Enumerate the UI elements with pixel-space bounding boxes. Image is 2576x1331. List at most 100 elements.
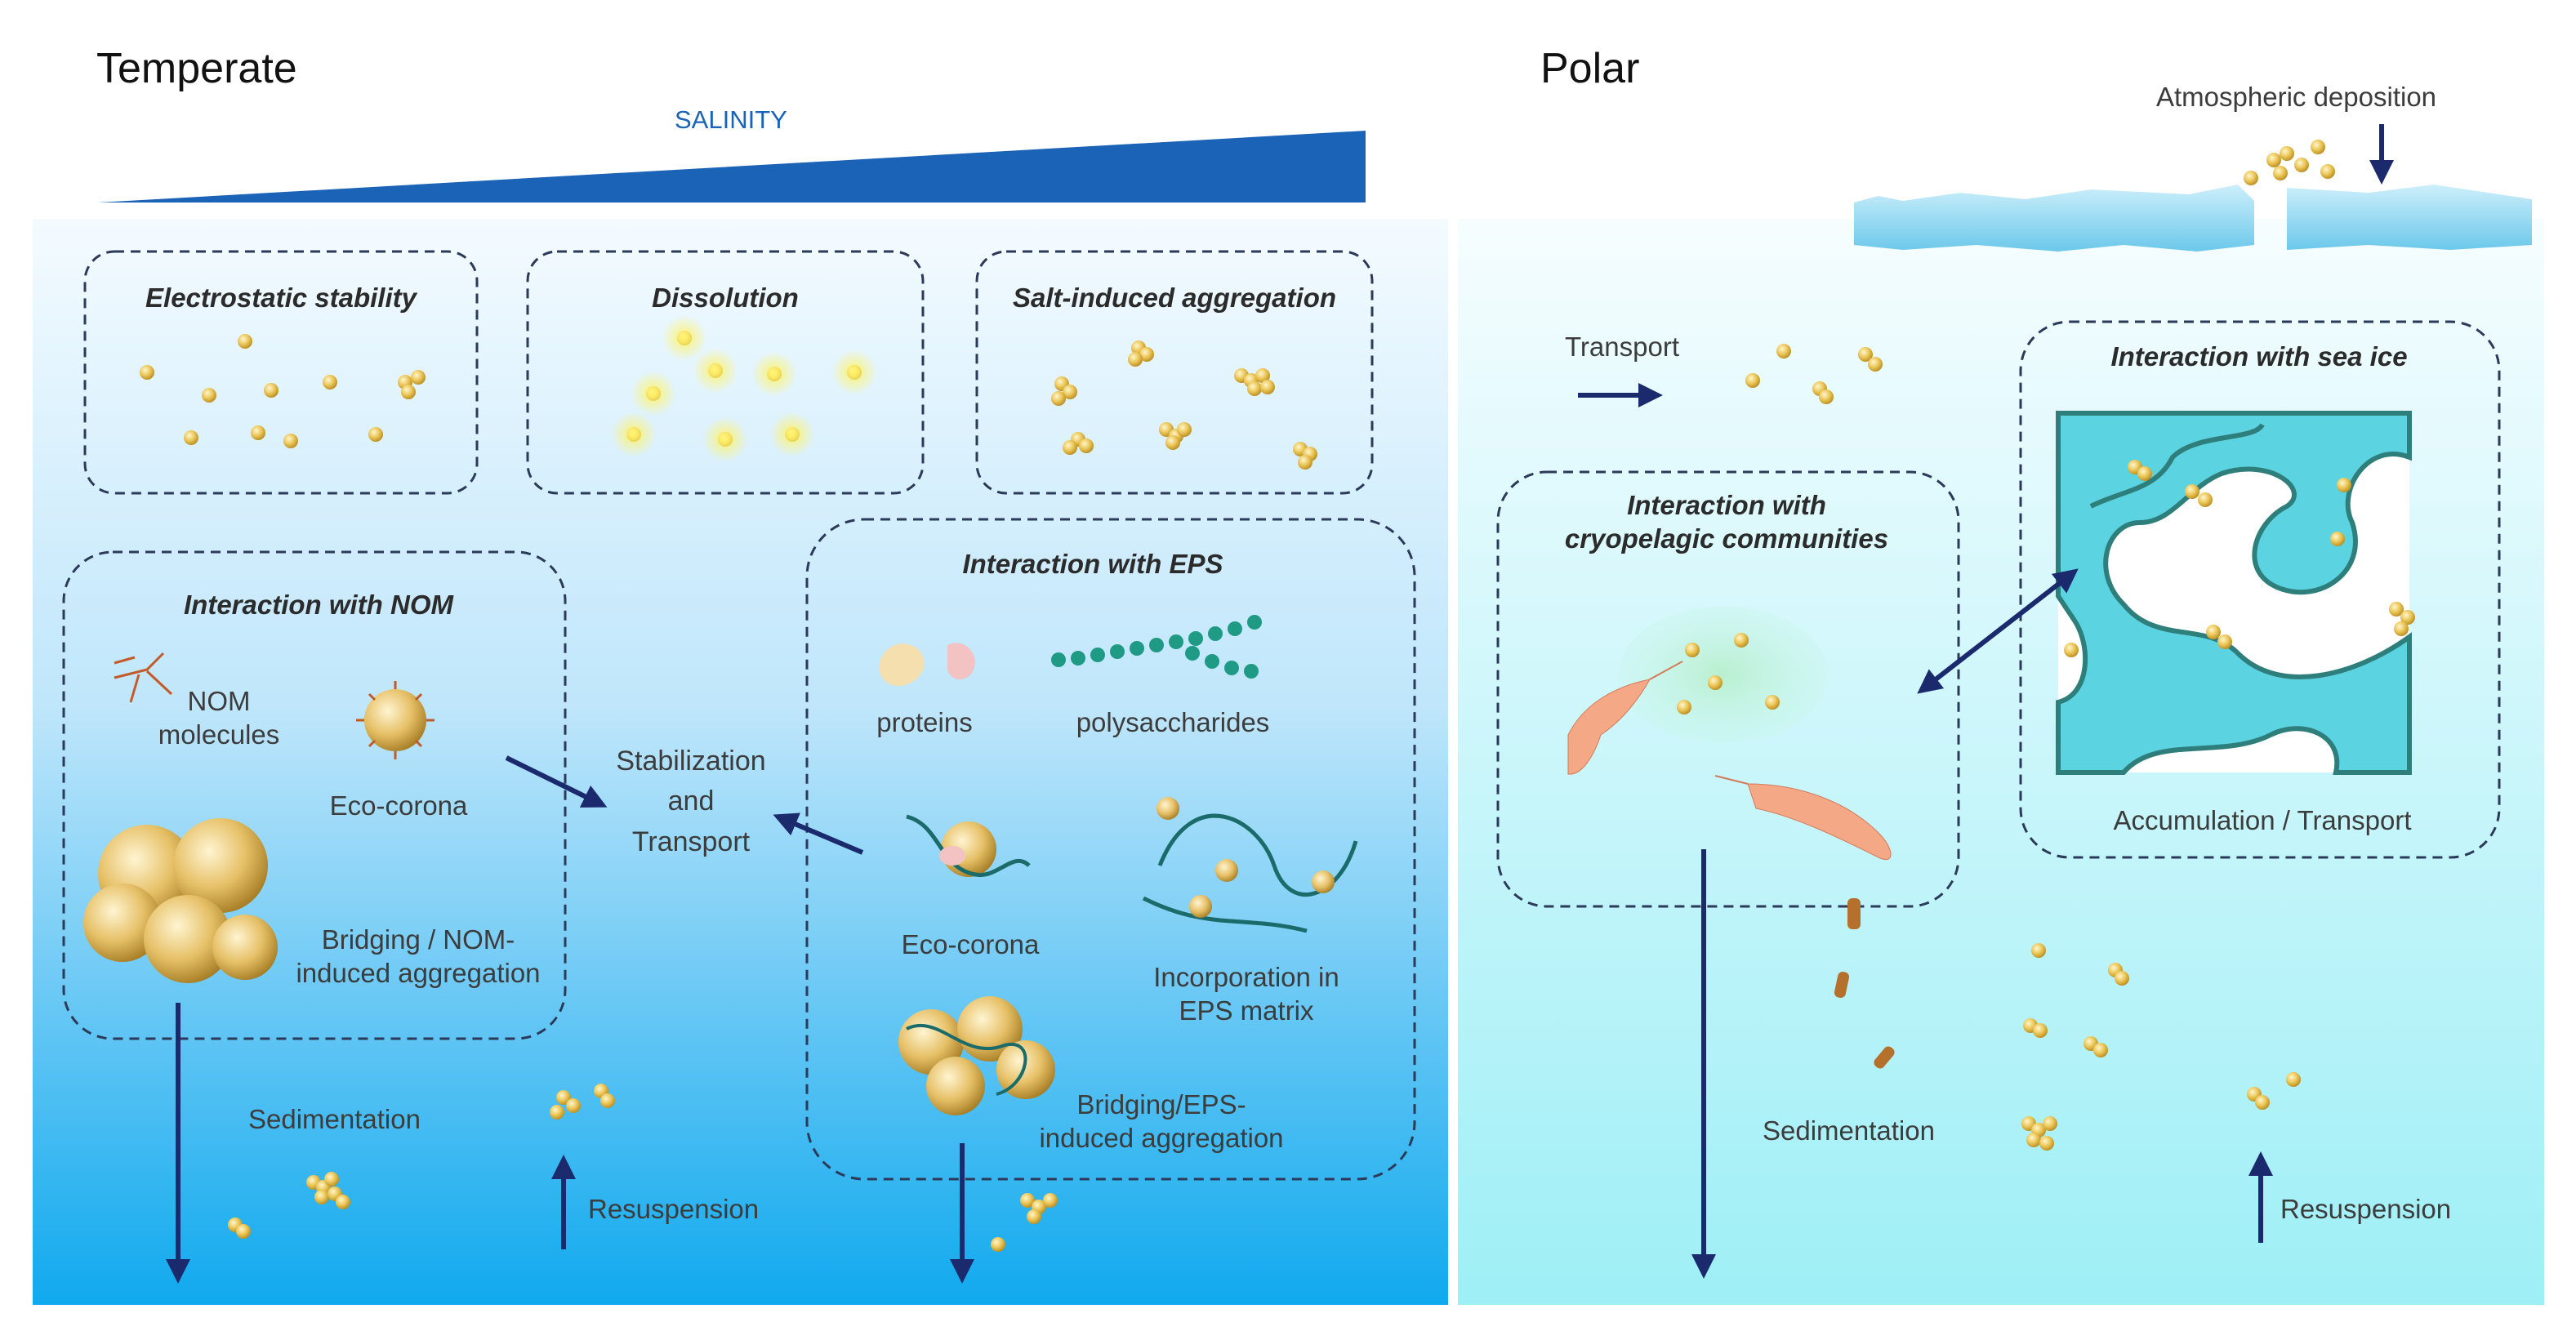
nanoparticle bbox=[1819, 390, 1834, 404]
krill-2 bbox=[1714, 775, 1892, 861]
box-dissolution bbox=[526, 250, 925, 495]
transport-label: Transport bbox=[1565, 332, 1679, 362]
nanoparticle bbox=[556, 1090, 571, 1105]
title-polar: Polar bbox=[1540, 45, 1640, 92]
nanoparticle bbox=[566, 1098, 581, 1113]
nanoparticle bbox=[2286, 1072, 2301, 1087]
dissolution-glows bbox=[611, 315, 877, 462]
nanoparticle bbox=[2280, 146, 2294, 161]
eps-title: Interaction with EPS bbox=[962, 549, 1223, 579]
nanoparticle bbox=[323, 375, 337, 390]
nanoparticle bbox=[600, 1093, 615, 1108]
nanoparticle bbox=[2400, 610, 2415, 625]
nanoparticle bbox=[2031, 943, 2046, 958]
nanoparticle bbox=[1260, 380, 1275, 394]
nanoparticle bbox=[236, 1224, 251, 1239]
dissolution-glow bbox=[631, 371, 676, 416]
dissolution-glow bbox=[611, 412, 657, 457]
box-salt-aggregation bbox=[975, 250, 1374, 495]
box-eps bbox=[805, 518, 1416, 1181]
dissolution-glow bbox=[702, 416, 748, 462]
nanoparticle bbox=[1027, 1209, 1041, 1224]
nanoparticle bbox=[2115, 971, 2129, 986]
nanoparticle bbox=[1043, 1193, 1058, 1208]
resuspension-label-polar: Resuspension bbox=[2280, 1194, 2452, 1224]
sea-ice-title: Interaction with sea ice bbox=[2110, 341, 2408, 372]
box-sea-ice bbox=[2019, 320, 2501, 859]
nanoparticle bbox=[2185, 484, 2199, 499]
nanoparticle bbox=[991, 1237, 1005, 1252]
nanoparticle bbox=[314, 1190, 329, 1204]
resuspension-label-temperate: Resuspension bbox=[588, 1194, 760, 1224]
nanoparticle bbox=[140, 365, 154, 380]
nanoparticle bbox=[1685, 643, 1700, 657]
temperate-water bbox=[33, 219, 1448, 1305]
nanoparticle bbox=[2039, 1136, 2054, 1151]
cryopelagic-title: Interaction with cryopelagic communities bbox=[1564, 490, 1889, 554]
nanoparticle bbox=[2255, 1095, 2270, 1110]
nanoparticle bbox=[2244, 171, 2258, 185]
dissolution-glow bbox=[751, 351, 797, 397]
eco-corona-eps-label: Eco-corona bbox=[901, 929, 1040, 959]
box-electrostatic bbox=[83, 250, 479, 495]
nanoparticle bbox=[283, 434, 298, 448]
nanoparticle bbox=[202, 388, 216, 403]
dissolution-glow bbox=[693, 348, 738, 394]
sea-ice-floe bbox=[1854, 185, 2532, 252]
nanoparticle bbox=[2064, 643, 2079, 657]
nanoparticle bbox=[411, 370, 426, 385]
nanoparticle bbox=[1063, 440, 1077, 455]
nanoparticle bbox=[2033, 1023, 2048, 1038]
arrow-eps-to-stabilization bbox=[773, 812, 864, 855]
accumulation-label: Accumulation / Transport bbox=[2113, 805, 2412, 835]
incorporation-label: Incorporation in EPS matrix bbox=[1153, 962, 1339, 1026]
krill-1 bbox=[1567, 661, 1683, 775]
dissolution-glow bbox=[769, 412, 815, 457]
nanoparticle bbox=[2389, 602, 2404, 617]
nanoparticle bbox=[2273, 166, 2288, 180]
nanoparticle bbox=[2330, 532, 2345, 546]
nanoparticle bbox=[324, 1172, 339, 1186]
nanoparticle bbox=[1079, 438, 1094, 453]
nanoparticle bbox=[2043, 1116, 2057, 1131]
nom-molecule-shape bbox=[114, 652, 173, 703]
nanoparticle bbox=[1734, 633, 1749, 648]
nanoparticle bbox=[2337, 478, 2351, 492]
nanoparticle bbox=[1677, 700, 1691, 714]
nanoparticle bbox=[2093, 1043, 2108, 1057]
nanoparticle bbox=[401, 385, 416, 399]
nanoparticle bbox=[2198, 492, 2213, 507]
nanoparticle bbox=[550, 1105, 564, 1120]
nanoparticle bbox=[2206, 625, 2221, 639]
bridging-nom-label: Bridging / NOM- induced aggregation bbox=[296, 924, 541, 989]
nanoparticle bbox=[1708, 675, 1723, 690]
nanoparticle bbox=[1776, 344, 1791, 358]
nanoparticle bbox=[1745, 373, 1760, 388]
stabilization-label: Stabilization and Transport bbox=[616, 746, 766, 857]
eco-corona-nom-label: Eco-corona bbox=[329, 790, 468, 821]
nanoparticle bbox=[2320, 164, 2335, 179]
nom-title: Interaction with NOM bbox=[184, 590, 453, 620]
arrow-nom-to-stabilization bbox=[505, 755, 608, 808]
dissolution-glow bbox=[662, 315, 707, 361]
eps-aggregate bbox=[898, 996, 1055, 1115]
nanoparticle bbox=[1139, 347, 1154, 362]
dissolution-glow bbox=[831, 349, 877, 395]
arrow-seaice-community bbox=[1917, 568, 2079, 694]
nom-aggregate bbox=[83, 818, 278, 983]
nanoparticle bbox=[1051, 391, 1066, 406]
bridging-eps-label: Bridging/EPS- induced aggregation bbox=[1039, 1089, 1284, 1154]
atmospheric-label: Atmospheric deposition bbox=[2156, 82, 2437, 112]
nanoparticle bbox=[2137, 466, 2152, 481]
eco-corona-nom-particle bbox=[356, 681, 435, 759]
nom-molecules-label: NOM molecules bbox=[158, 686, 280, 750]
community-blob bbox=[1619, 606, 1828, 743]
pellets bbox=[1834, 898, 1895, 1069]
nanoparticle bbox=[1868, 357, 1883, 372]
nanoparticle bbox=[2394, 621, 2409, 636]
nanoparticle bbox=[251, 425, 265, 440]
sea-ice-channels-image bbox=[2056, 411, 2412, 775]
nanoparticle bbox=[1063, 385, 1077, 399]
